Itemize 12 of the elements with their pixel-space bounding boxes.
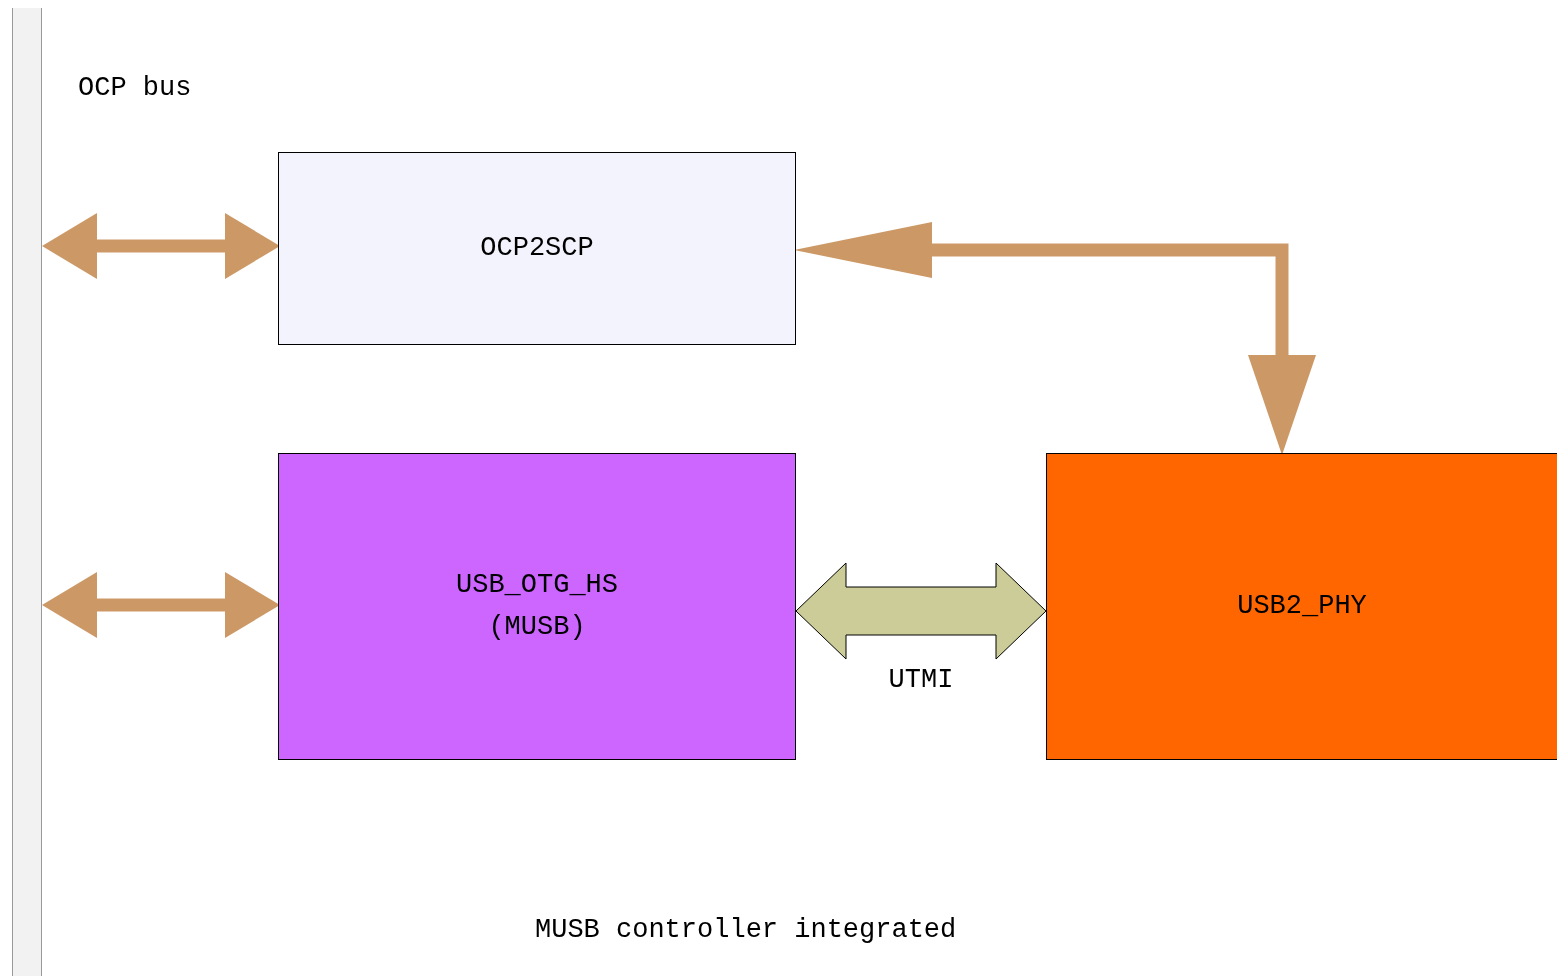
double-arrow: [42, 213, 280, 279]
double-arrow: [795, 562, 1047, 660]
block-box: [278, 152, 796, 345]
bus-label: OCP bus: [78, 72, 192, 105]
block-label: USB_OTG_HS (MUSB): [455, 568, 619, 644]
block-box: [1046, 453, 1557, 760]
caption: MUSB controller integrated: [535, 914, 957, 947]
double-arrow: [42, 572, 280, 638]
block-box: [278, 453, 796, 760]
block-label: USB2_PHY: [1237, 589, 1367, 623]
block-label: OCP2SCP: [480, 231, 594, 265]
double-arrow: [794, 222, 1316, 455]
